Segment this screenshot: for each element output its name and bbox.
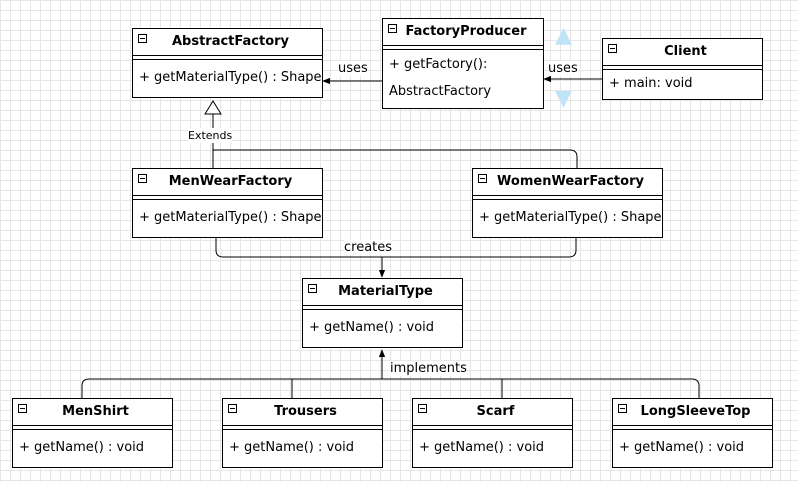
class-method: + getName() : void bbox=[19, 440, 145, 455]
creates-label[interactable]: creates bbox=[344, 240, 393, 255]
class-name: MenWearFactory bbox=[168, 174, 293, 189]
class-women-wear-factory[interactable]: WomenWearFactory + getMaterialType() : S… bbox=[472, 168, 663, 238]
class-material-type[interactable]: MaterialType + getName() : void bbox=[302, 278, 463, 348]
collapse-icon[interactable] bbox=[418, 404, 427, 413]
collapse-icon[interactable] bbox=[228, 404, 237, 413]
extends-triangle bbox=[204, 100, 222, 115]
class-name: WomenWearFactory bbox=[497, 174, 644, 189]
class-method: + getMaterialType() : Shape bbox=[139, 70, 322, 85]
selection-handle-down-icon[interactable]: ▼ bbox=[555, 86, 572, 111]
class-factory-producer[interactable]: FactoryProducer + getFactory(): Abstract… bbox=[382, 18, 544, 109]
implements-label[interactable]: implements bbox=[390, 361, 467, 376]
class-method: + getFactory(): bbox=[389, 57, 488, 72]
class-name: Trousers bbox=[274, 404, 337, 419]
class-name: AbstractFactory bbox=[171, 34, 290, 49]
class-method: + getName() : void bbox=[419, 440, 545, 455]
collapse-icon[interactable] bbox=[618, 404, 627, 413]
extends-connector bbox=[212, 114, 578, 168]
class-name: Scarf bbox=[476, 404, 515, 419]
class-method: + main: void bbox=[609, 76, 693, 91]
selection-handle-up-icon[interactable]: ▲ bbox=[555, 23, 572, 48]
class-name: MenShirt bbox=[62, 404, 129, 419]
collapse-icon[interactable] bbox=[138, 34, 147, 43]
collapse-icon[interactable] bbox=[308, 284, 317, 293]
class-name: LongSleeveTop bbox=[640, 404, 751, 419]
class-name: FactoryProducer bbox=[405, 24, 527, 39]
extends-label[interactable]: Extends bbox=[188, 128, 233, 143]
class-name: Client bbox=[664, 44, 707, 59]
class-abstract-factory[interactable]: AbstractFactory + getMaterialType() : Sh… bbox=[132, 28, 323, 98]
uses-label-client[interactable]: uses bbox=[548, 61, 578, 76]
class-method: + getMaterialType() : Shape bbox=[139, 210, 322, 225]
implements-connector bbox=[81, 350, 700, 398]
class-method: + getName() : void bbox=[229, 440, 355, 455]
class-method: + getName() : void bbox=[619, 440, 745, 455]
class-method: + getName() : void bbox=[309, 320, 435, 335]
uses-label-producer[interactable]: uses bbox=[338, 61, 368, 76]
class-method-return: AbstractFactory bbox=[389, 84, 492, 99]
class-method: + getMaterialType() : Shape bbox=[479, 210, 662, 225]
collapse-icon[interactable] bbox=[388, 24, 397, 33]
class-trousers[interactable]: Trousers + getName() : void bbox=[222, 398, 383, 468]
class-long-sleeve-top[interactable]: LongSleeveTop + getName() : void bbox=[612, 398, 773, 468]
class-men-shirt[interactable]: MenShirt + getName() : void bbox=[12, 398, 173, 468]
class-name: MaterialType bbox=[338, 284, 433, 299]
class-scarf[interactable]: Scarf + getName() : void bbox=[412, 398, 573, 468]
collapse-icon[interactable] bbox=[608, 44, 617, 53]
class-men-wear-factory[interactable]: MenWearFactory + getMaterialType() : Sha… bbox=[132, 168, 323, 238]
collapse-icon[interactable] bbox=[18, 404, 27, 413]
collapse-icon[interactable] bbox=[138, 174, 147, 183]
class-client[interactable]: Client + main: void bbox=[602, 38, 763, 100]
creates-connector bbox=[215, 238, 577, 277]
collapse-icon[interactable] bbox=[478, 174, 487, 183]
